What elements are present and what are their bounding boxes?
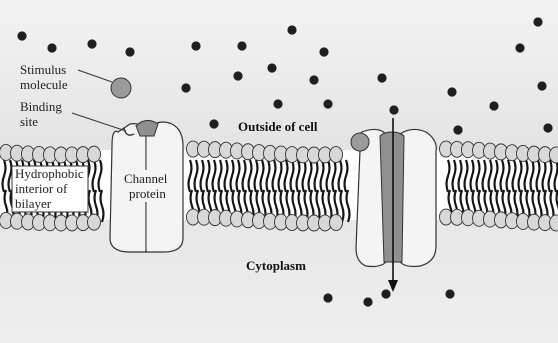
stimulus-leader-line: [78, 70, 112, 82]
ion-flow-arrow-head: [388, 280, 398, 292]
ion: [445, 289, 454, 298]
lipid-head: [88, 146, 101, 162]
ion: [87, 39, 96, 48]
ion: [515, 43, 524, 52]
channel-protein-label-line1: Channel: [124, 171, 168, 186]
hydrophobic-label-line3: bilayer: [15, 196, 52, 211]
ion: [47, 43, 56, 52]
ion: [543, 123, 552, 132]
binding-site-label-line2: site: [20, 114, 38, 129]
ion: [17, 31, 26, 40]
lipid-head: [330, 215, 343, 231]
bound-stimulus-molecule: [351, 133, 369, 151]
hydrophobic-label-line2: interior of: [15, 181, 68, 196]
ion: [209, 119, 218, 128]
stimulus-label-line2: molecule: [20, 77, 68, 92]
binding-site-leader-line: [72, 113, 126, 131]
lipid-head: [88, 214, 101, 230]
ion: [363, 297, 372, 306]
ion: [489, 101, 498, 110]
ion: [181, 83, 190, 92]
ion: [323, 293, 332, 302]
ion: [191, 41, 200, 50]
ion: [237, 41, 246, 50]
lipid-head: [330, 147, 343, 163]
ion: [533, 17, 542, 26]
ion: [309, 75, 318, 84]
channel-protein-label-line2: protein: [129, 186, 166, 201]
open-channel-pore: [380, 132, 404, 262]
ion: [381, 289, 390, 298]
stimulus-molecule: [111, 78, 131, 98]
ion: [447, 87, 456, 96]
channel-gate: [136, 120, 158, 136]
ion: [389, 105, 398, 114]
hydrophobic-label-line1: Hydrophobic: [15, 166, 84, 181]
stimulus-label-line1: Stimulus: [20, 62, 66, 77]
open-channel-protein: [351, 118, 436, 292]
ion: [233, 71, 242, 80]
ion: [287, 25, 296, 34]
ion: [273, 99, 282, 108]
ion: [319, 47, 328, 56]
ion: [125, 47, 134, 56]
ion: [377, 73, 386, 82]
ion: [453, 125, 462, 134]
ion: [323, 99, 332, 108]
ion: [537, 81, 546, 90]
open-channel-subunit-right: [400, 129, 436, 266]
ion: [267, 63, 276, 72]
outside-of-cell-label: Outside of cell: [238, 119, 318, 134]
cytoplasm-label: Cytoplasm: [246, 258, 306, 273]
binding-site-label-line1: Binding: [20, 99, 62, 114]
